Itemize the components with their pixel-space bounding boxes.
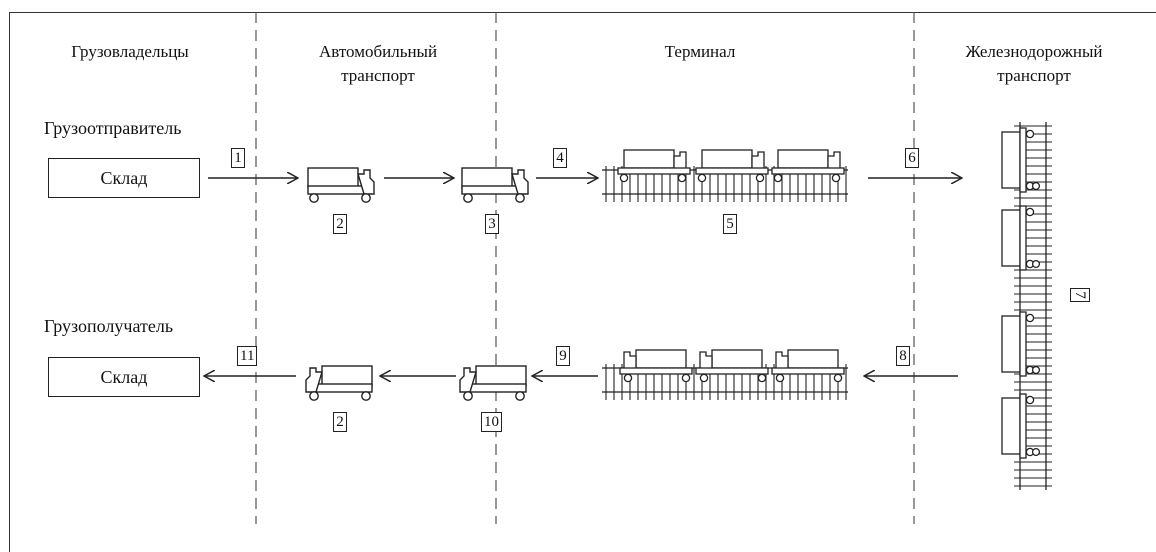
step-tag-1: 1: [231, 148, 245, 168]
receiver-label: Грузополучатель: [44, 316, 174, 336]
terminal-track-bottom-icon: [602, 349, 848, 400]
sender-warehouse-box: Склад: [48, 158, 200, 198]
truck-icon-bottom-terminal-gate: [459, 365, 527, 401]
receiver-warehouse-label: Склад: [100, 366, 148, 387]
diagram-frame: [9, 12, 1156, 552]
step-tag-9: 9: [556, 346, 570, 366]
railway-track-icon: [1001, 122, 1052, 490]
step-tag-5: 5: [723, 214, 737, 234]
sender-label: Грузоотправитель: [44, 118, 182, 138]
step-tag-2-bottom: 2: [333, 412, 347, 432]
step-tag-11: 11: [237, 346, 258, 366]
step-tag-7: 7: [1070, 288, 1090, 302]
sender-warehouse-label: Склад: [100, 167, 148, 188]
step-tag-2-top: 2: [333, 214, 347, 234]
zone-title-owners: Грузовладельцы: [71, 42, 189, 61]
zone-title-rail: Железнодорожный транспорт: [965, 42, 1103, 85]
zone-title-terminal: Терминал: [664, 42, 736, 61]
step-tag-3: 3: [485, 214, 499, 234]
step-tag-6: 6: [905, 148, 919, 168]
truck-icon-top-terminal-gate: [461, 167, 529, 203]
logistics-diagram: Грузовладельцы Автомобильный транспорт Т…: [0, 12, 1156, 552]
truck-icon-bottom-road: [305, 365, 373, 401]
step-tag-4: 4: [553, 148, 567, 168]
zone-title-road: Автомобильный транспорт: [318, 42, 438, 85]
truck-icon-top-road: [307, 167, 375, 203]
receiver-warehouse-box: Склад: [48, 357, 200, 397]
terminal-track-top-icon: [602, 149, 848, 202]
step-tag-8: 8: [896, 346, 910, 366]
diagram-drawing: [0, 12, 1052, 524]
step-tag-10: 10: [481, 412, 502, 432]
